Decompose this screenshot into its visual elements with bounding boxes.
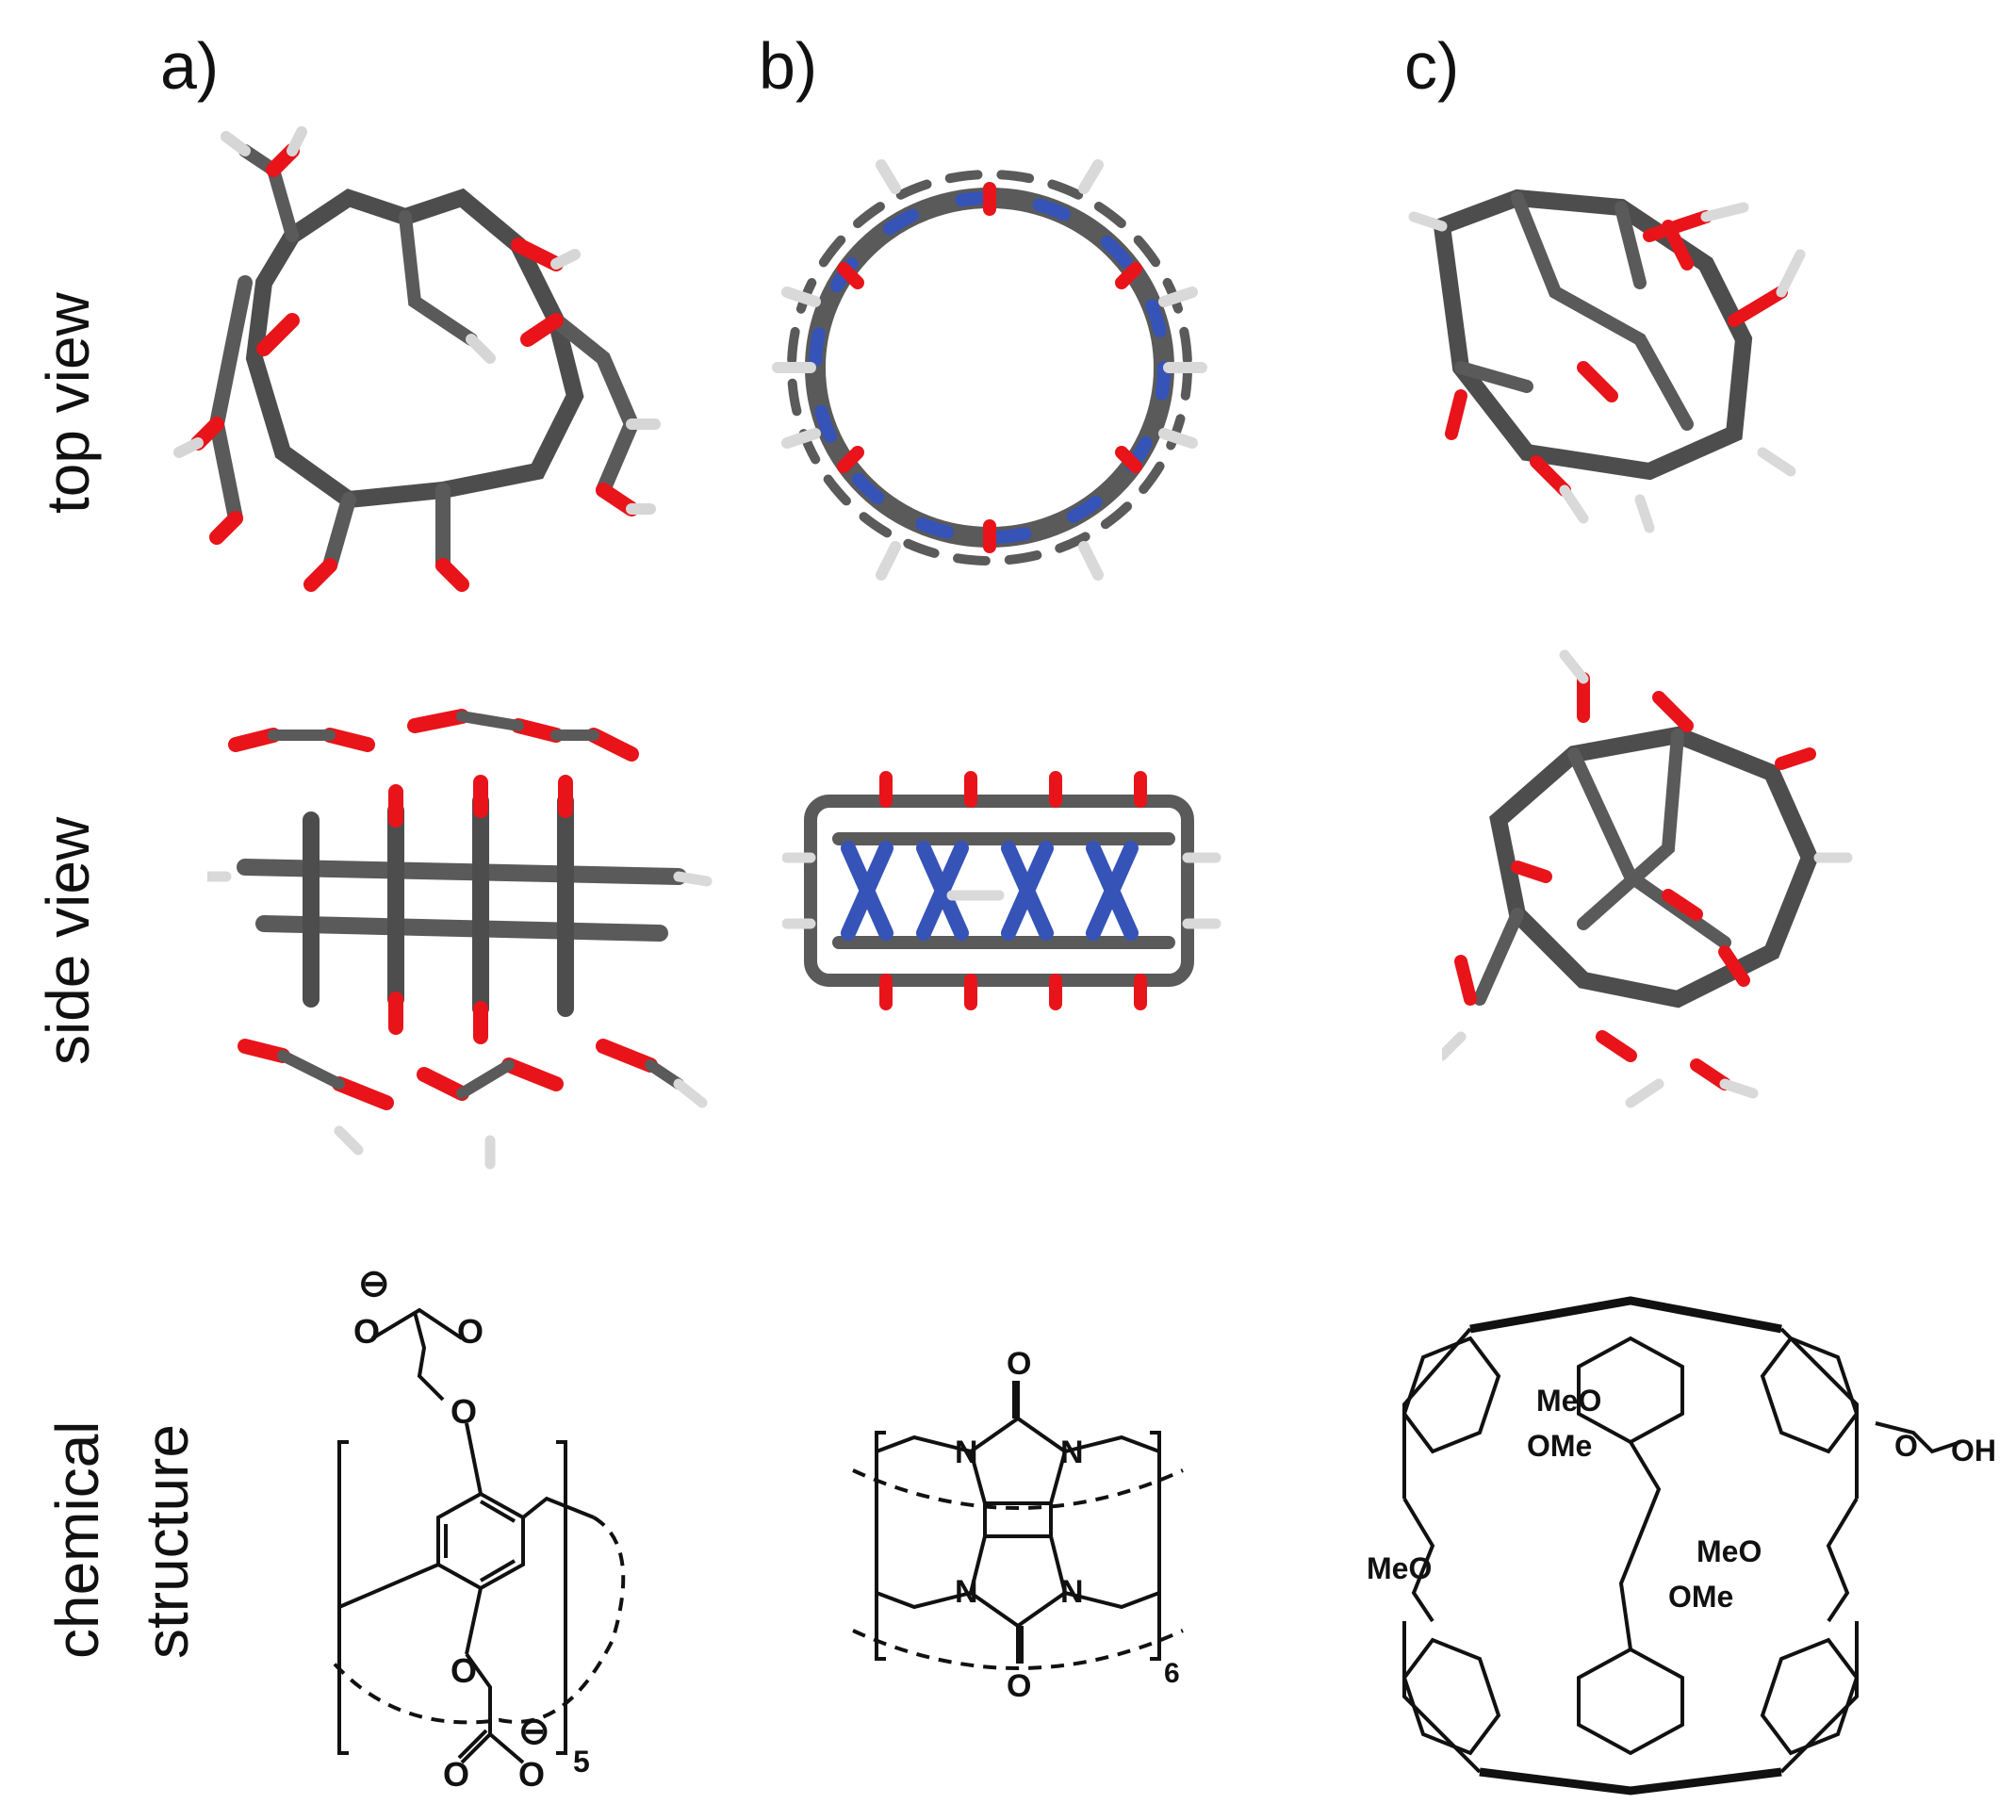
label-OMe: OMe: [1527, 1429, 1592, 1463]
row-label-structure: structure: [133, 1424, 201, 1659]
panel-label-c: c): [1404, 29, 1460, 103]
label-MeO: MeO: [1367, 1551, 1432, 1585]
structure-b: O O N N N N 6: [852, 1346, 1184, 1704]
model-b-side-view: [782, 771, 1221, 1010]
model-b-top-view: [772, 159, 1207, 581]
panel-label-b: b): [759, 29, 818, 103]
model-c-side-view: [1442, 649, 1853, 1108]
atom-O: O: [457, 1312, 484, 1351]
structure-a: O O ⊖ O O O O ⊖ 5: [328, 1263, 626, 1791]
charge-minus: ⊖: [518, 1711, 550, 1752]
atom-N: N: [955, 1435, 978, 1470]
row-label-side-view: side view: [34, 816, 102, 1065]
label-MeO: MeO: [1536, 1384, 1601, 1418]
label-MeO: MeO: [1696, 1534, 1762, 1568]
repeat-count: 5: [573, 1745, 590, 1779]
atom-O: O: [353, 1312, 380, 1351]
atom-O: O: [443, 1755, 469, 1791]
structure-c: MeO OMe MeO MeO OMe O OH: [1367, 1296, 1996, 1795]
model-c-top-view: [1408, 189, 1806, 533]
atom-N: N: [1060, 1574, 1084, 1610]
atom-O: O: [1007, 1668, 1031, 1704]
row-label-chemical: chemical: [43, 1420, 111, 1659]
atom-O: O: [451, 1651, 477, 1690]
panel-label-a: a): [160, 29, 220, 103]
model-a-top-view: [173, 126, 661, 592]
atom-O: O: [1894, 1429, 1918, 1463]
atom-N: N: [1060, 1435, 1084, 1470]
row-label-top-view: top view: [34, 292, 102, 514]
label-OH: OH: [1951, 1434, 1996, 1467]
atom-O: O: [518, 1755, 545, 1791]
charge-minus: ⊖: [358, 1263, 390, 1304]
model-a-side-view: [207, 709, 713, 1170]
atom-O: O: [451, 1392, 477, 1431]
atom-N: N: [955, 1574, 978, 1610]
atom-O: O: [1007, 1346, 1031, 1382]
repeat-count: 6: [1164, 1658, 1180, 1689]
label-OMe: OMe: [1668, 1580, 1733, 1614]
